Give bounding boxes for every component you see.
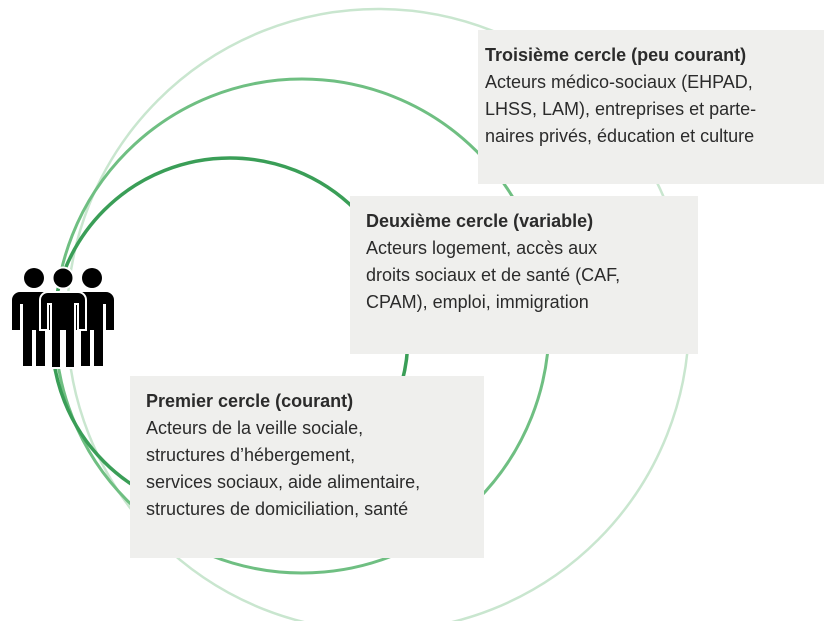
- third-circle-description: Acteurs médico-sociaux (EHPAD, LHSS, LAM…: [485, 72, 757, 146]
- second-circle-label: Deuxième cercle (variable) Acteurs logem…: [350, 196, 698, 354]
- second-circle-title: Deuxième cercle (variable): [366, 211, 594, 231]
- third-circle-title: Troisième cercle (peu courant): [485, 45, 747, 65]
- first-circle-description: Acteurs de la veille sociale, structures…: [146, 418, 421, 519]
- first-circle-title: Premier cercle (courant): [146, 391, 354, 411]
- first-circle-label: Premier cercle (courant) Acteurs de la v…: [130, 376, 484, 558]
- group-of-people-icon: [12, 266, 114, 369]
- third-circle-label: Troisième cercle (peu courant) Acteurs m…: [478, 30, 824, 184]
- second-circle-description: Acteurs logement, accès aux droits socia…: [366, 238, 621, 312]
